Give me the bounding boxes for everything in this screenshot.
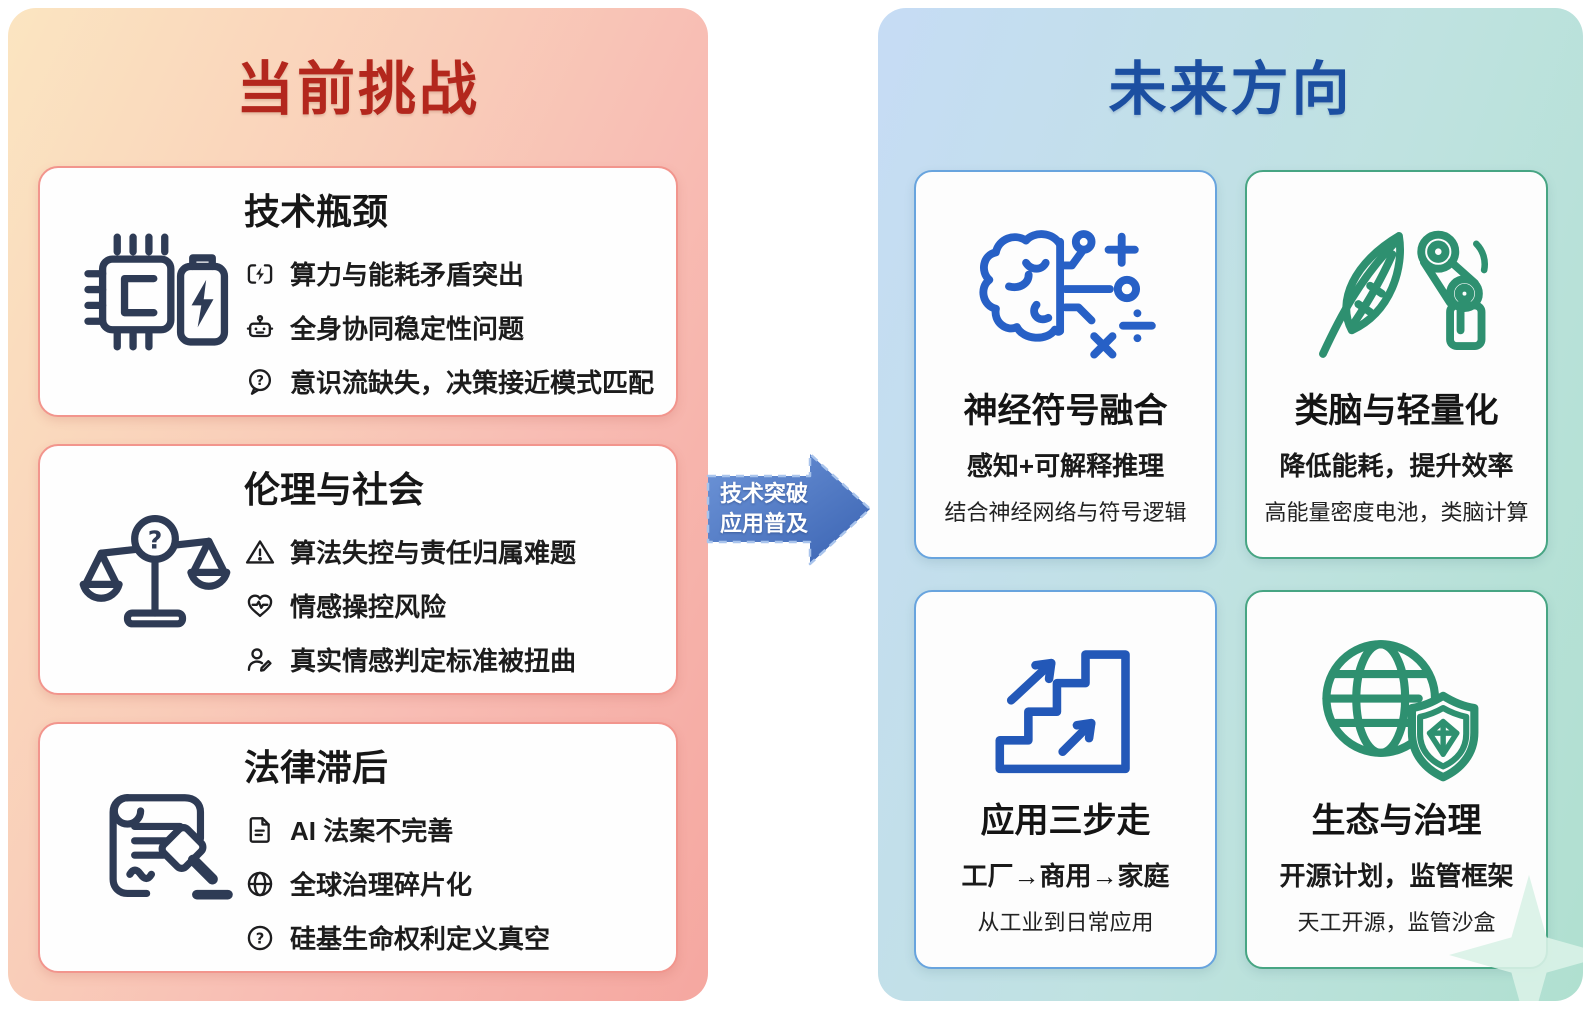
scroll-gavel-icon [66, 781, 244, 915]
future-card-title: 应用三步走 [980, 802, 1151, 840]
challenge-card-list: 技术瓶颈 算力与能耗矛盾突出 [38, 166, 678, 973]
challenge-card-ethics: ? 伦理与社会 [38, 444, 678, 695]
person-edit-icon [244, 644, 276, 676]
question-circle-icon: ? [244, 922, 276, 954]
future-card-subtitle: 开源计划，监管框架 [1279, 861, 1514, 891]
arrow-label-line2: 应用普及 [719, 511, 808, 536]
thought-question-icon: ? [244, 366, 276, 398]
bullet-item: 情感操控风险 [244, 587, 662, 624]
bullet-text: 全身协同稳定性问题 [290, 314, 525, 344]
challenge-bullets: 算法失控与责任归属难题 情感操控风险 [244, 533, 662, 678]
document-icon [244, 814, 276, 846]
bullet-text: 算力与能耗矛盾突出 [290, 260, 525, 290]
future-card-title: 类脑与轻量化 [1294, 392, 1499, 430]
bullet-text: 全球治理碎片化 [290, 870, 473, 900]
bullet-item: 全身协同稳定性问题 [244, 309, 662, 346]
bullet-text: 真实情感判定标准被扭曲 [290, 646, 577, 676]
challenge-card-title: 法律滞后 [244, 747, 389, 788]
challenge-card-law: 法律滞后 AI 法案不完善 [38, 722, 678, 973]
current-challenges-title: 当前挑战 [235, 57, 480, 122]
future-card-description: 天工开源，监管沙盒 [1297, 910, 1496, 935]
globe-icon [244, 868, 276, 900]
future-card-grid: 神经符号融合 感知+可解释推理 结合神经网络与符号逻辑 [914, 170, 1548, 969]
bullet-item: 真实情感判定标准被扭曲 [244, 641, 662, 678]
future-card-lightweight: 类脑与轻量化 降低能耗，提升效率 高能量密度电池，类脑计算 [1245, 170, 1548, 559]
challenge-card-title: 伦理与社会 [244, 469, 425, 510]
arrow-label-line1: 技术突破 [719, 481, 808, 507]
stairs-growth-icon [928, 618, 1203, 793]
future-directions-panel: 未来方向 [878, 8, 1583, 1001]
svg-text:?: ? [256, 372, 264, 388]
warning-triangle-icon [244, 536, 276, 568]
bullet-item: 算力与能耗矛盾突出 [244, 255, 662, 292]
battery-charging-icon [244, 258, 276, 290]
challenge-bullets: AI 法案不完善 全球治理碎片化 [244, 811, 662, 956]
challenge-card-tech: 技术瓶颈 算力与能耗矛盾突出 [38, 166, 678, 417]
bullet-text: 意识流缺失，决策接近模式匹配 [290, 368, 655, 398]
future-card-subtitle: 感知+可解释推理 [966, 451, 1165, 481]
transition-arrow: 技术突破 应用普及 [706, 446, 874, 572]
scales-question-icon: ? [66, 503, 244, 637]
globe-shield-icon [1259, 618, 1534, 793]
bullet-item: ? 意识流缺失，决策接近模式匹配 [244, 363, 662, 400]
future-card-description: 高能量密度电池，类脑计算 [1264, 500, 1529, 525]
future-card-title: 神经符号融合 [963, 392, 1168, 430]
future-card-description: 从工业到日常应用 [977, 910, 1154, 935]
svg-text:?: ? [148, 525, 163, 554]
brain-math-icon [928, 198, 1203, 383]
svg-text:?: ? [256, 930, 265, 947]
challenge-card-body: 技术瓶颈 算力与能耗矛盾突出 [244, 183, 662, 400]
future-card-three-steps: 应用三步走 工厂→商用→家庭 从工业到日常应用 [914, 590, 1217, 969]
feather-robot-arm-icon [1259, 198, 1534, 383]
future-card-governance: 生态与治理 开源计划，监管框架 天工开源，监管沙盒 [1245, 590, 1548, 969]
current-challenges-panel: 当前挑战 技术瓶颈 [8, 8, 708, 1001]
bullet-text: 硅基生命权利定义真空 [290, 924, 551, 954]
chip-battery-icon [66, 225, 244, 359]
transition-arrow-label: 技术突破 应用普及 [712, 446, 816, 572]
bullet-text: AI 法案不完善 [290, 816, 454, 846]
challenge-card-body: 法律滞后 AI 法案不完善 [244, 739, 662, 956]
future-directions-title: 未来方向 [1108, 57, 1353, 122]
future-card-subtitle: 工厂→商用→家庭 [961, 861, 1170, 891]
future-card-neurosymbolic: 神经符号融合 感知+可解释推理 结合神经网络与符号逻辑 [914, 170, 1217, 559]
bullet-item: 全球治理碎片化 [244, 865, 662, 902]
bullet-item: AI 法案不完善 [244, 811, 662, 848]
future-card-title: 生态与治理 [1311, 802, 1482, 840]
bullet-text: 算法失控与责任归属难题 [290, 538, 577, 568]
bullet-text: 情感操控风险 [290, 592, 447, 622]
bullet-item: ? 硅基生命权利定义真空 [244, 919, 662, 956]
challenge-bullets: 算力与能耗矛盾突出 [244, 255, 662, 400]
challenge-card-title: 技术瓶颈 [244, 191, 389, 232]
future-card-description: 结合神经网络与符号逻辑 [944, 500, 1187, 525]
heart-pulse-icon [244, 590, 276, 622]
robot-icon [244, 312, 276, 344]
bullet-item: 算法失控与责任归属难题 [244, 533, 662, 570]
challenge-card-body: 伦理与社会 算法失控与责任归属难题 [244, 461, 662, 678]
future-card-subtitle: 降低能耗，提升效率 [1279, 451, 1514, 481]
